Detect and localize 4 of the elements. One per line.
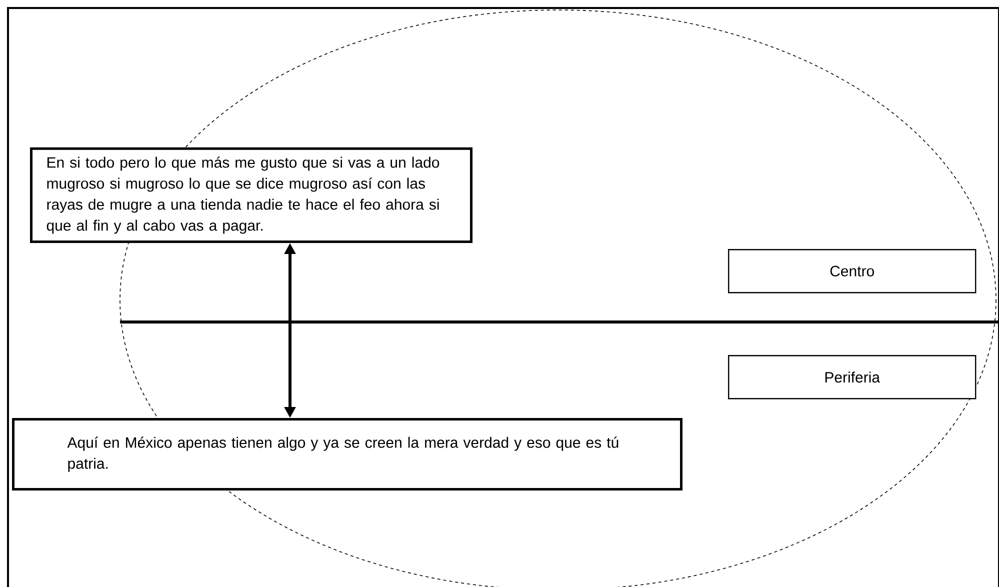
category-box: Centro bbox=[728, 249, 976, 294]
quote-box: En si todo pero lo que más me gusto que si vas a un lado mugroso si mugroso lo que se dice mugroso así con las rayas de mugre a una tienda nadie te hace el feo ahora si que al fin y al cabo vas a pagar. bbox=[30, 147, 472, 243]
category-box: Periferia bbox=[728, 355, 976, 400]
quote-box: Aquí en México apenas tienen algo y ya se creen la mera verdad y eso que es tú patria. bbox=[12, 418, 682, 490]
